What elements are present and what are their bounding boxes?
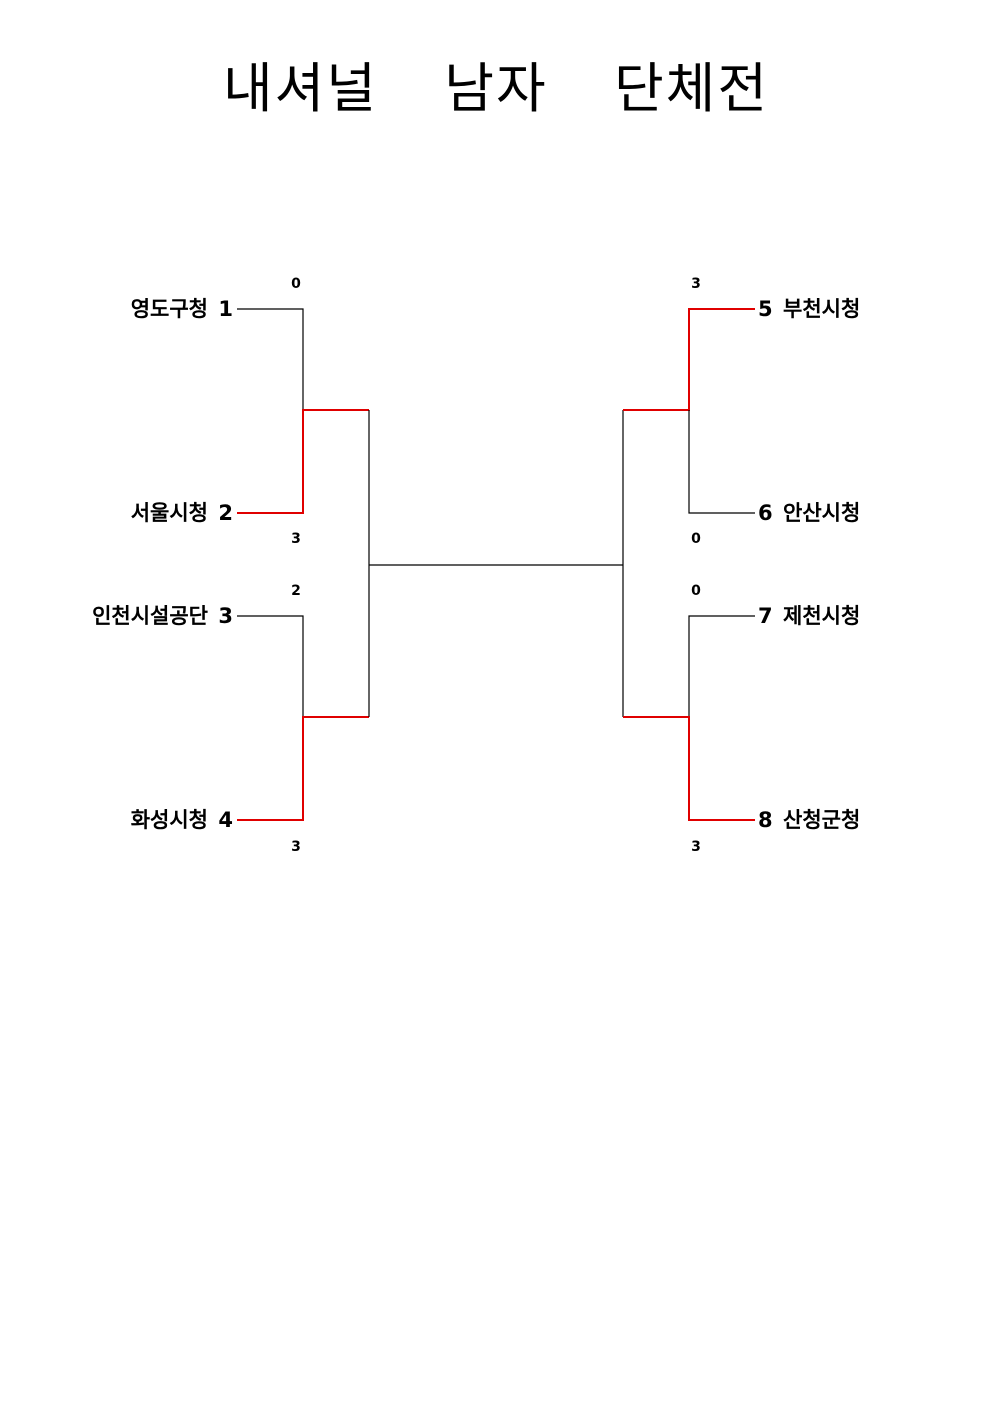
team-name: 산청군청 xyxy=(783,808,860,832)
line-team-7 xyxy=(688,615,755,717)
line-team-4 xyxy=(237,716,369,821)
line-team-6 xyxy=(688,410,755,514)
team-seed: 4 xyxy=(218,808,233,832)
right-teams: 5 부천시청 6 안산시청 7 제천시청 8 산청군청 xyxy=(758,297,860,832)
team-seed: 1 xyxy=(218,297,233,321)
line-team-1 xyxy=(237,308,304,410)
score-label: 3 xyxy=(691,276,701,292)
team-name: 제천시청 xyxy=(783,604,860,628)
team-name: 화성시청 xyxy=(131,808,208,832)
team-name: 인천시설공단 xyxy=(92,604,208,628)
team-name: 안산시청 xyxy=(783,501,860,525)
team-seed: 2 xyxy=(218,501,233,525)
line-team-2 xyxy=(237,409,369,514)
team-name: 서울시청 xyxy=(131,501,208,525)
score-label: 3 xyxy=(691,839,701,855)
left-teams: 영도구청 1 서울시청 2 인천시설공단 3 화성시청 4 xyxy=(92,297,233,832)
team-seed: 8 xyxy=(758,808,773,832)
team-seed: 5 xyxy=(758,297,773,321)
score-label: 2 xyxy=(291,583,301,599)
team-seed: 6 xyxy=(758,501,773,525)
score-label: 0 xyxy=(291,276,301,292)
bracket-lines xyxy=(237,308,755,821)
team-seed: 7 xyxy=(758,604,773,628)
page-title: 내셔널 남자 단체전 xyxy=(222,57,770,120)
team-name: 부천시청 xyxy=(783,297,860,321)
right-scores: 3 0 0 3 xyxy=(691,276,701,855)
score-label: 3 xyxy=(291,839,301,855)
team-name: 영도구청 xyxy=(131,297,208,321)
line-team-3 xyxy=(237,615,304,717)
team-seed: 3 xyxy=(218,604,233,628)
score-label: 0 xyxy=(691,531,701,547)
score-label: 3 xyxy=(291,531,301,547)
line-team-5 xyxy=(623,308,755,411)
score-label: 0 xyxy=(691,583,701,599)
left-scores: 0 3 2 3 xyxy=(291,276,301,855)
line-team-8 xyxy=(623,716,755,821)
